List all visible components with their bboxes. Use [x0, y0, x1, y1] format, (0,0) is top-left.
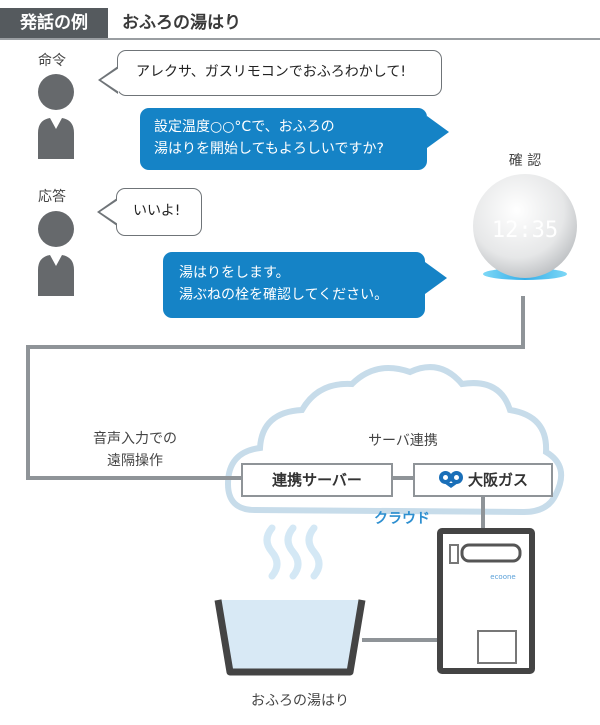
command-label: 命令 [38, 53, 66, 69]
remote-label-line2: 遠隔操作 [107, 453, 163, 469]
user-icon [38, 74, 74, 159]
result-bubble-tail [425, 262, 447, 294]
header-divider [0, 38, 600, 40]
bath-label: おふろの湯はり [251, 693, 349, 709]
heater-brand: ecoone [490, 573, 515, 581]
command-bubble-tail-fill [101, 68, 119, 92]
device-label: 確 認 [508, 153, 542, 169]
water-heater-icon: ecoone [437, 528, 535, 674]
remote-label-line1: 音声入力での [93, 431, 177, 447]
header-badge: 発話の例 [0, 8, 108, 38]
answer-text: いいよ! [133, 203, 181, 219]
confirm-bubble: 設定温度○○°Cで、おふろの 湯はりを開始してもよろしいですか? [140, 108, 427, 170]
answer-bubble: いいよ! [116, 188, 202, 236]
gas-company-box: 大阪ガス [413, 463, 553, 497]
speaker-clock: 12:35 [492, 218, 558, 243]
gas-logo-icon [438, 471, 463, 488]
answer-label: 応答 [38, 189, 66, 205]
steam-icon [263, 524, 323, 580]
gas-box-label: 大阪ガス [467, 471, 528, 489]
connector-line [26, 296, 525, 480]
bathtub-icon [214, 599, 366, 676]
server-box-label: 連携サーバー [272, 471, 362, 489]
server-box: 連携サーバー [241, 463, 393, 497]
confirm-bubble-tail [427, 116, 449, 148]
command-text: アレクサ、ガスリモコンでおふろわかして! [136, 64, 406, 80]
command-bubble: アレクサ、ガスリモコンでおふろわかして! [117, 50, 442, 96]
smart-speaker-icon: 12:35 [473, 174, 577, 280]
confirm-text-line2: 湯はりを開始してもよろしいですか? [154, 141, 384, 157]
cloud-label: クラウド [374, 511, 430, 527]
answer-bubble-tail-fill [100, 200, 118, 224]
remote-operation-label: 音声入力での 遠隔操作 [70, 428, 200, 472]
cloud-link-label: サーバ連携 [368, 433, 438, 449]
user-icon [38, 211, 74, 296]
result-text-line1: 湯はりをします。 [179, 265, 290, 281]
result-bubble: 湯はりをします。 湯ぶねの栓を確認してください。 [163, 252, 425, 318]
result-text-line2: 湯ぶねの栓を確認してください。 [179, 287, 389, 303]
page-title: おふろの湯はり [122, 13, 241, 33]
confirm-text-line1: 設定温度○○°Cで、おふろの [154, 119, 335, 135]
